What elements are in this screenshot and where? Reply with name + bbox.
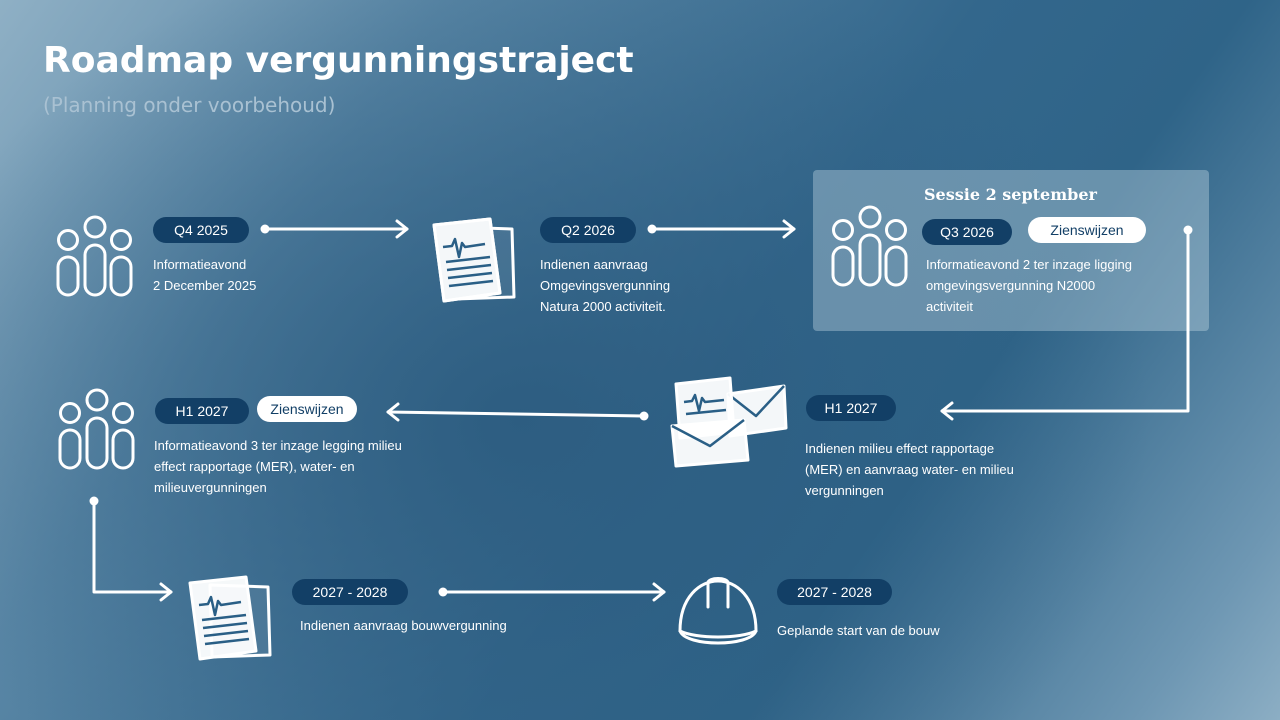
zienswijzen-badge: Zienswijzen [1028, 217, 1146, 243]
arrow-4 [386, 410, 646, 418]
people-icon [56, 215, 133, 297]
milestone-description: Geplande start van de bouw [777, 623, 940, 638]
milestone-description: Indienen aanvraag Omgevingsvergunning Na… [540, 257, 671, 314]
zienswijzen-badge: Zienswijzen [257, 396, 357, 422]
period-badge: 2027 - 2028 [292, 579, 408, 605]
period-badge: Q4 2025 [153, 217, 249, 243]
session-title: Sessie 2 september [924, 185, 1097, 204]
arrow-5 [92, 499, 173, 594]
people-icon [831, 205, 908, 287]
period-badge: H1 2027 [155, 398, 249, 424]
milestone-description: Informatieavond 2 December 2025 [153, 257, 257, 293]
document-icon [188, 575, 272, 661]
document-icon [432, 217, 516, 303]
milestone-description: Indienen aanvraag bouwvergunning [300, 618, 507, 633]
milestone-description: Indienen milieu effect rapportage (MER) … [805, 441, 1014, 498]
page-title: Roadmap vergunningstraject [43, 40, 634, 81]
milestone-description: Informatieavond 2 ter inzage ligging omg… [926, 257, 1132, 314]
period-badge: H1 2027 [806, 395, 896, 421]
hard-hat-icon [678, 577, 758, 645]
people-icon [58, 388, 135, 470]
period-badge: Q2 2026 [540, 217, 636, 243]
period-badge: Q3 2026 [922, 219, 1012, 245]
milestone-description: Informatieavond 3 ter inzage legging mil… [154, 438, 402, 495]
period-badge: 2027 - 2028 [777, 579, 892, 605]
page-subtitle: (Planning onder voorbehoud) [43, 93, 336, 117]
envelopes-icon [670, 376, 788, 468]
